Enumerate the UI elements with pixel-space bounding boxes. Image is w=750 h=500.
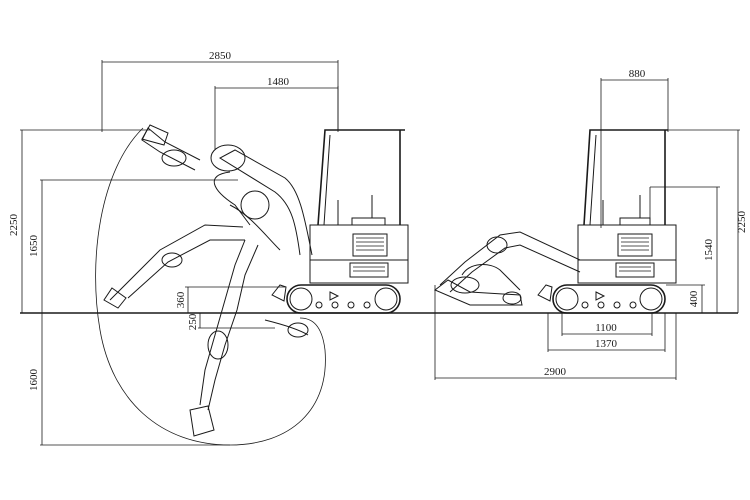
dim-2250-front: 2250 — [736, 211, 748, 234]
dim-1540: 1540 — [703, 239, 715, 262]
dim-1650: 1650 — [28, 235, 40, 258]
dig-envelope — [95, 127, 326, 446]
transport-view-excavator: 880 2250 1540 400 1100 1370 2900 — [434, 68, 748, 380]
dim-1600: 1600 — [28, 369, 40, 392]
dim-2900: 2900 — [544, 366, 567, 378]
dim-1480: 1480 — [267, 76, 290, 88]
boom-arm-dig — [189, 239, 309, 437]
dim-2850: 2850 — [209, 50, 232, 62]
dim-360: 360 — [175, 291, 187, 308]
dim-1370: 1370 — [595, 338, 618, 350]
upper-body-right — [577, 224, 677, 284]
cab-canopy — [317, 129, 405, 226]
cab-canopy-right — [583, 129, 668, 226]
dim-400: 400 — [688, 290, 700, 307]
side-view-dimensions — [20, 60, 339, 446]
boom-arm-raised — [141, 124, 313, 256]
dim-2250-side: 2250 — [8, 214, 20, 237]
dim-250: 250 — [187, 313, 199, 330]
crawler-track — [286, 284, 401, 314]
upper-body — [309, 224, 409, 284]
boom-arm-mid — [103, 190, 281, 309]
transport-view-dimensions — [434, 78, 740, 380]
dozer-blade — [271, 284, 287, 302]
dim-880: 880 — [629, 68, 646, 80]
dozer-blade-right — [537, 284, 553, 302]
crawler-track-right — [552, 284, 666, 314]
side-view-excavator: 2850 1480 2250 1650 360 250 1600 — [8, 50, 409, 446]
boom-folded — [434, 231, 581, 306]
dim-1100: 1100 — [595, 322, 617, 334]
